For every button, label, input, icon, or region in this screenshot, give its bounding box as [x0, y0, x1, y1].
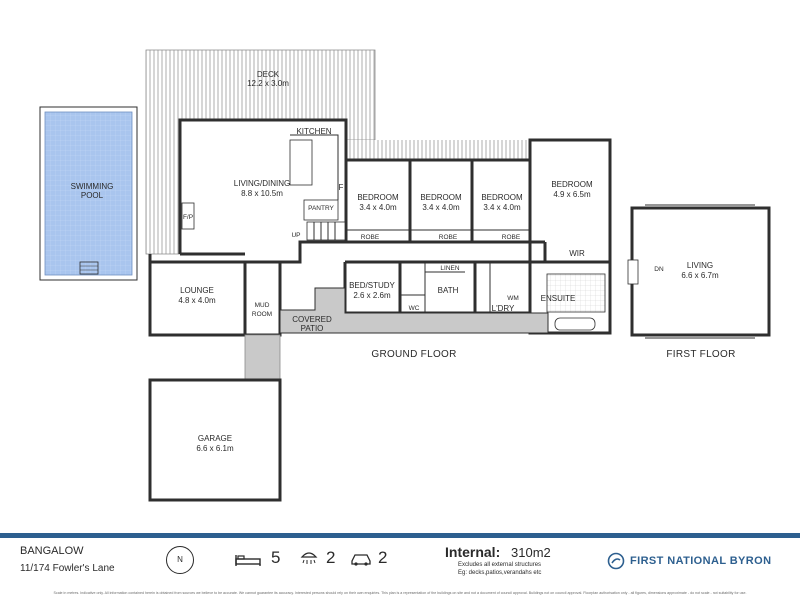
lounge-dims: 4.8 x 4.0m — [178, 296, 216, 305]
upper-living-label: LIVING — [687, 261, 713, 270]
bedroom-master-label: BEDROOM — [551, 180, 593, 189]
garage-dims: 6.6 x 6.1m — [196, 444, 234, 453]
ensuite-tile — [546, 273, 606, 313]
address: 11/174 Fowler's Lane — [20, 563, 115, 574]
ground-floor-title: GROUND FLOOR — [371, 349, 456, 360]
robe-1-label: ROBE — [361, 234, 380, 241]
bed-icon — [235, 555, 261, 566]
bedroom-1-dims: 3.4 x 4.0m — [359, 203, 397, 212]
bedroom-1-label: BEDROOM — [357, 193, 399, 202]
bedroom-3-label: BEDROOM — [481, 193, 523, 202]
suburb: BANGALOW — [20, 545, 84, 557]
linen-label: LINEN — [440, 265, 459, 272]
excludes-line-1: Excludes all external structures — [458, 562, 542, 568]
wir-label: WIR — [569, 249, 585, 258]
bed-study-label: BED/STUDY — [349, 281, 395, 290]
pool-label-1: SWIMMING — [71, 182, 114, 191]
bedroom-3-dims: 3.4 x 4.0m — [483, 203, 521, 212]
swimming-pool: SWIMMING POOL — [39, 106, 138, 281]
compass-icon: N — [166, 546, 194, 574]
floor-plan: DECK 12.2 x 3.0m SWIMMING POOL — [39, 49, 771, 502]
disclaimer-text: Scale in metres. Indicative only. All in… — [53, 591, 747, 595]
first-floor-title: FIRST FLOOR — [666, 349, 735, 360]
upper-living-dims: 6.6 x 6.7m — [681, 271, 719, 280]
patio-label-2: PATIO — [301, 324, 324, 333]
robe-2-label: ROBE — [439, 234, 458, 241]
brand-logo-icon — [607, 552, 625, 570]
mud-room-label-2: ROOM — [252, 311, 272, 318]
bath-count: 2 — [326, 548, 336, 567]
pool-label-2: POOL — [81, 191, 104, 200]
compass-north-label: N — [177, 555, 183, 564]
pantry-label: PANTRY — [308, 205, 334, 212]
ensuite-label: ENSUITE — [541, 294, 576, 303]
footer-accent-bar — [0, 533, 800, 538]
footer: BANGALOW 11/174 Fowler's Lane N 5 2 2 In… — [0, 533, 800, 600]
stairs-down-label: DN — [654, 266, 664, 273]
bedroom-master-dims: 4.9 x 6.5m — [553, 190, 591, 199]
living-dining-label: LIVING/DINING — [234, 179, 290, 188]
bedroom-2-label: BEDROOM — [420, 193, 462, 202]
kitchen-label: KITCHEN — [296, 127, 331, 136]
wc-label: WC — [409, 305, 420, 312]
internal-area-label: Internal: — [445, 544, 501, 560]
internal-area-value: 310m2 — [511, 545, 551, 560]
laundry-label: L'DRY — [492, 304, 515, 313]
car-count: 2 — [378, 548, 388, 567]
fp-label: F/P — [183, 214, 193, 221]
garage — [148, 378, 282, 502]
first-floor-walls — [627, 204, 771, 339]
stairs-up-label: UP — [291, 232, 300, 239]
bath-label: BATH — [438, 286, 459, 295]
bathtub — [554, 317, 596, 331]
patio-label-1: COVERED — [292, 315, 332, 324]
bedroom-2-dims: 3.4 x 4.0m — [422, 203, 460, 212]
covered-patio: COVERED PATIO — [244, 287, 549, 381]
bed-count: 5 — [271, 548, 281, 567]
mud-room-label-1: MUD — [255, 302, 270, 309]
shower-icon — [300, 552, 318, 564]
lounge-label: LOUNGE — [180, 286, 214, 295]
fridge-label: F — [339, 183, 344, 192]
living-dining-dims: 8.8 x 10.5m — [241, 189, 283, 198]
excludes-line-2: Eg: decks,patios,verandahs etc — [458, 570, 542, 576]
wm-label: WM — [507, 295, 519, 302]
robe-3-label: ROBE — [502, 234, 521, 241]
deck-label: DECK — [257, 70, 280, 79]
car-icon — [351, 554, 371, 566]
deck-dims: 12.2 x 3.0m — [247, 79, 289, 88]
brand-name: FIRST NATIONAL BYRON — [630, 555, 772, 567]
bed-study-dims: 2.6 x 2.6m — [353, 291, 391, 300]
garage-label: GARAGE — [198, 434, 232, 443]
